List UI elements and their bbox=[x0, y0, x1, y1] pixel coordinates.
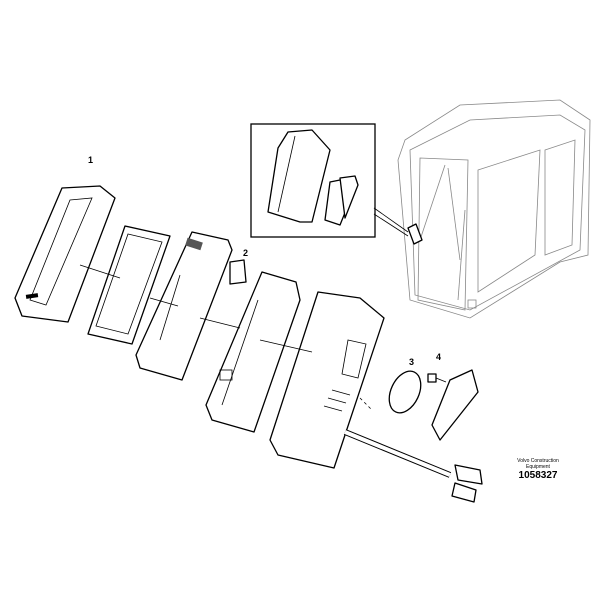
publisher-caption: Volvo Construction Equipment bbox=[517, 458, 559, 470]
part-3-mount bbox=[359, 370, 422, 414]
circuit-board-part bbox=[135, 231, 247, 381]
part-1-bezel bbox=[14, 185, 116, 323]
callout-2: 2 bbox=[243, 248, 249, 258]
cable-harness bbox=[343, 429, 483, 503]
callout-3: 3 bbox=[409, 357, 415, 367]
rear-cover-part bbox=[259, 291, 385, 469]
drawing-number: 1058327 bbox=[518, 470, 558, 481]
callout-1: 1 bbox=[88, 155, 94, 165]
cab-illustration bbox=[397, 99, 591, 319]
front-housing-part bbox=[199, 271, 301, 433]
display-screen-part bbox=[79, 225, 171, 345]
inset-detail bbox=[250, 123, 409, 238]
part-4-bolt-and-bracket bbox=[427, 369, 479, 441]
callout-4: 4 bbox=[436, 352, 442, 362]
